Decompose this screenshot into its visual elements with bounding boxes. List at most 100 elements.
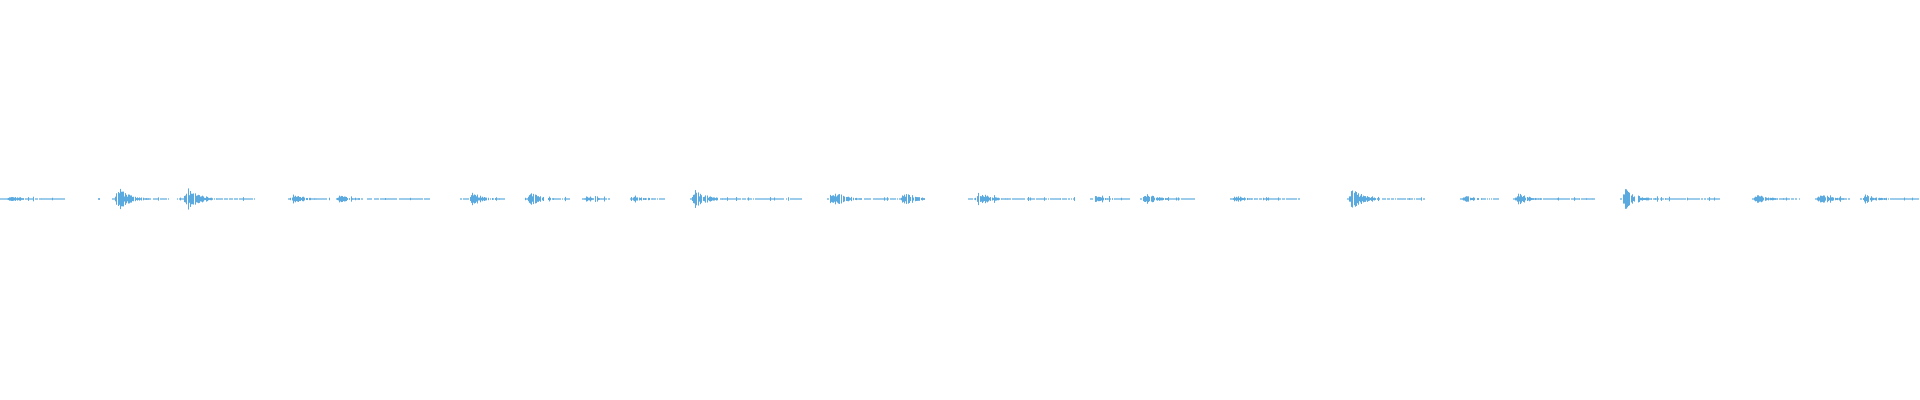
waveform-sample (26, 198, 27, 200)
waveform-sample (199, 195, 200, 203)
waveform-sample (1411, 198, 1412, 200)
waveform-sample (692, 196, 693, 202)
waveform-sample (302, 196, 303, 202)
waveform-sample (496, 197, 497, 201)
waveform-sample (1400, 198, 1401, 200)
waveform-sample (129, 194, 130, 204)
waveform-sample (985, 194, 986, 204)
waveform-sample (639, 197, 640, 201)
waveform-sample (368, 198, 369, 200)
waveform-sample (1560, 198, 1561, 200)
waveform-sample (1193, 198, 1194, 200)
waveform-sample (1755, 196, 1756, 202)
waveform-sample (375, 198, 376, 200)
waveform-sample (1468, 196, 1469, 202)
waveform-sample (1770, 197, 1771, 201)
waveform-sample (1059, 198, 1060, 200)
waveform-sample (1776, 198, 1777, 200)
waveform-sample (661, 198, 662, 200)
waveform-sample (1231, 198, 1232, 200)
waveform-sample (483, 197, 484, 201)
waveform-sample (859, 198, 860, 200)
waveform-sample (1123, 198, 1124, 200)
waveform-sample (1108, 198, 1109, 200)
waveform-sample (1879, 197, 1880, 201)
waveform-sample (1838, 198, 1839, 200)
waveform-sample (472, 192, 473, 206)
waveform-sample (234, 198, 235, 200)
waveform-sample (1522, 197, 1523, 201)
waveform-sample (407, 198, 408, 200)
waveform-sample (1593, 198, 1594, 200)
waveform-sample (155, 198, 156, 200)
waveform-sample (982, 194, 983, 204)
waveform-sample (901, 197, 902, 201)
waveform-sample (1234, 196, 1235, 202)
waveform-sample (1489, 198, 1490, 200)
waveform-sample (1397, 198, 1398, 200)
waveform-sample (237, 198, 238, 200)
waveform-sample (1621, 198, 1622, 200)
waveform-sample (1768, 197, 1769, 201)
waveform-sample (880, 198, 881, 200)
waveform-sample (1359, 196, 1360, 202)
waveform-sample (1525, 197, 1526, 201)
waveform-sample (1163, 198, 1164, 200)
waveform-sample (25, 198, 26, 200)
waveform-sample (21, 198, 22, 200)
waveform-sample (150, 198, 151, 200)
waveform-sample (1055, 198, 1056, 200)
waveform-sample (1112, 198, 1113, 200)
waveform-sample (1232, 198, 1233, 200)
waveform-sample (1166, 198, 1167, 200)
waveform-sample (1126, 198, 1127, 200)
waveform-sample (984, 197, 985, 201)
waveform-sample (1068, 198, 1069, 200)
waveform-sample (592, 198, 593, 200)
waveform-sample (1410, 198, 1411, 200)
waveform-sample (1916, 198, 1917, 200)
waveform-sample (1032, 198, 1033, 200)
waveform-sample (1540, 198, 1541, 200)
waveform-sample (1034, 198, 1035, 200)
waveform-sample (221, 198, 222, 200)
waveform-sample (1796, 198, 1797, 200)
waveform-sample (53, 198, 54, 200)
waveform-sample (13, 197, 14, 201)
waveform-sample (788, 197, 789, 201)
waveform-sample (1519, 196, 1520, 202)
waveform-sample (7, 198, 8, 200)
waveform-sample (583, 198, 584, 200)
waveform-sample (772, 198, 773, 200)
waveform-sample (479, 197, 480, 201)
waveform-sample (354, 198, 355, 200)
waveform-sample (359, 198, 360, 200)
waveform-sample (1699, 198, 1700, 200)
waveform-sample (245, 198, 246, 200)
waveform-sample (1903, 198, 1904, 200)
waveform-sample (188, 188, 189, 210)
waveform-sample (1758, 195, 1759, 203)
waveform-sample (1553, 198, 1554, 200)
waveform-sample (1895, 198, 1896, 200)
waveform-sample (1119, 198, 1120, 200)
waveform-sample (1917, 198, 1918, 200)
waveform-sample (316, 198, 317, 200)
waveform-sample (540, 196, 541, 202)
waveform-sample (295, 195, 296, 203)
waveform-sample (861, 198, 862, 200)
waveform-sample (1591, 198, 1592, 200)
waveform-sample (770, 197, 771, 201)
waveform-sample (1907, 198, 1908, 200)
waveform-sample (728, 198, 729, 200)
waveform-sample (1054, 198, 1055, 200)
waveform-sample (404, 198, 405, 200)
waveform-sample (1464, 197, 1465, 201)
waveform-sample (882, 198, 883, 200)
waveform-sample (738, 198, 739, 200)
waveform-sample (1682, 198, 1683, 200)
waveform-sample (1534, 198, 1535, 200)
waveform-sample (165, 198, 166, 200)
waveform-sample (899, 198, 900, 200)
